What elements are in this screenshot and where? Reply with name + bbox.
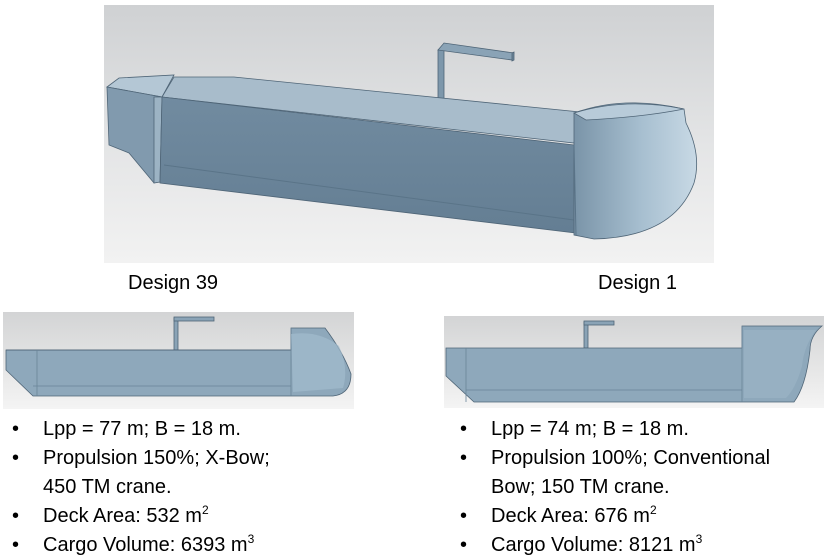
hull xyxy=(445,325,824,403)
design-1-side-view xyxy=(444,316,824,408)
spec-propulsion-line1: Propulsion 100%; Conventional xyxy=(491,447,771,469)
design-1-side-drawing xyxy=(445,320,824,403)
cargo-volume-text: Cargo Volume: 8121 m xyxy=(491,534,696,556)
crane xyxy=(173,316,215,351)
spec-propulsion-line2: Bow; 150 TM crane. xyxy=(491,476,670,498)
spec-propulsion: Propulsion 100%; Conventional Bow; 150 T… xyxy=(460,444,820,502)
cargo-volume-exponent: 3 xyxy=(247,532,255,546)
spec-deck-area: Deck Area: 532 m2 xyxy=(12,502,312,531)
spec-cargo-volume: Cargo Volume: 8121 m3 xyxy=(460,531,820,560)
design-1-specs: Lpp = 74 m; B = 18 m. Propulsion 100%; C… xyxy=(460,415,820,560)
ship-3d-drawing xyxy=(106,42,698,240)
crane xyxy=(583,320,615,349)
hull xyxy=(5,327,352,397)
cargo-volume-text: Cargo Volume: 6393 m xyxy=(43,534,248,556)
deck-area-exponent: 2 xyxy=(201,503,209,517)
design-39-label: Design 39 xyxy=(128,272,219,294)
spec-propulsion: Propulsion 150%; X-Bow; 450 TM crane. xyxy=(12,444,312,502)
design-1-label: Design 1 xyxy=(598,272,677,294)
stern-block xyxy=(106,74,175,184)
spec-propulsion-line1: Propulsion 150%; X-Bow; xyxy=(43,447,270,469)
design-39-side-view xyxy=(3,312,354,409)
deck-area-text: Deck Area: 676 m xyxy=(491,505,650,527)
spec-deck-area: Deck Area: 676 m2 xyxy=(460,502,820,531)
spec-lpp: Lpp = 77 m; B = 18 m. xyxy=(12,415,312,444)
deck-area-text: Deck Area: 532 m xyxy=(43,505,202,527)
bow xyxy=(573,102,698,240)
design-39-side-drawing xyxy=(5,316,352,397)
ship-3d-view xyxy=(104,5,714,263)
main-deck xyxy=(161,76,581,144)
spec-propulsion-line2: 450 TM crane. xyxy=(43,476,172,498)
spec-lpp: Lpp = 74 m; B = 18 m. xyxy=(460,415,820,444)
cargo-volume-exponent: 3 xyxy=(695,532,703,546)
design-39-specs: Lpp = 77 m; B = 18 m. Propulsion 150%; X… xyxy=(12,415,312,560)
deck-area-exponent: 2 xyxy=(649,503,657,517)
spec-cargo-volume: Cargo Volume: 6393 m3 xyxy=(12,531,312,560)
crane xyxy=(437,42,515,106)
